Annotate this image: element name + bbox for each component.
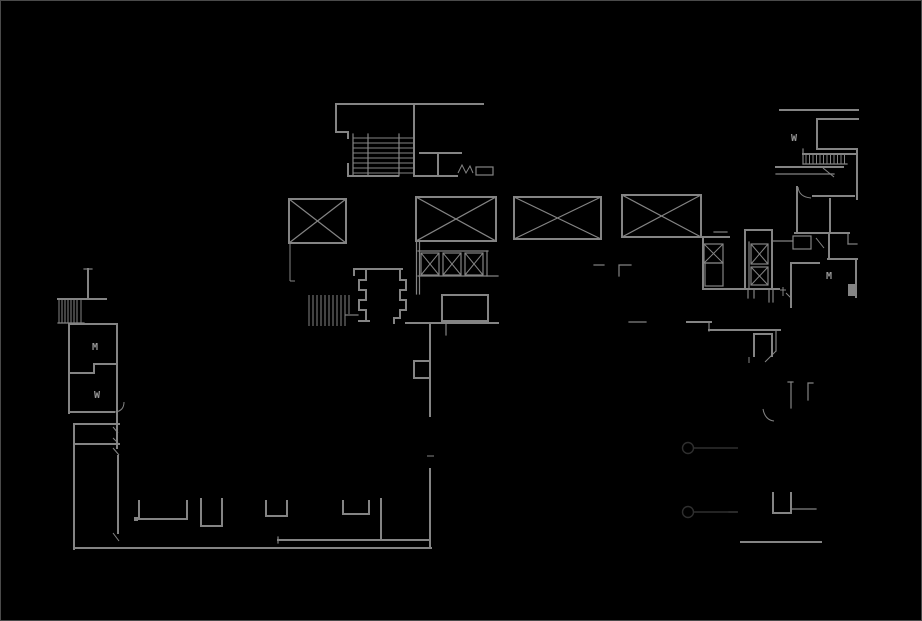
grid-bubble-icon <box>681 441 695 455</box>
shaft-box-b-elevator-bank <box>415 196 499 295</box>
room-label-m-right: M <box>826 271 832 282</box>
bottom-right-walls <box>728 492 822 543</box>
room-label-w-right: W <box>791 133 798 144</box>
left-block: M W <box>57 268 432 550</box>
room-label-m-left: M <box>92 342 98 353</box>
grid-bubble-icon <box>681 505 695 519</box>
column-grid-bubbles <box>681 441 738 519</box>
elevator-core-right <box>702 229 794 303</box>
shaft-box-c <box>513 196 632 277</box>
room-label-w-left: W <box>94 390 101 401</box>
center-walls-stair <box>308 268 499 457</box>
shaft-box-d <box>621 194 702 238</box>
right-wing: W M <box>775 109 859 308</box>
stair-top-center <box>335 103 494 177</box>
mid-right-walls <box>628 321 814 422</box>
shaft-box-a <box>288 198 347 282</box>
